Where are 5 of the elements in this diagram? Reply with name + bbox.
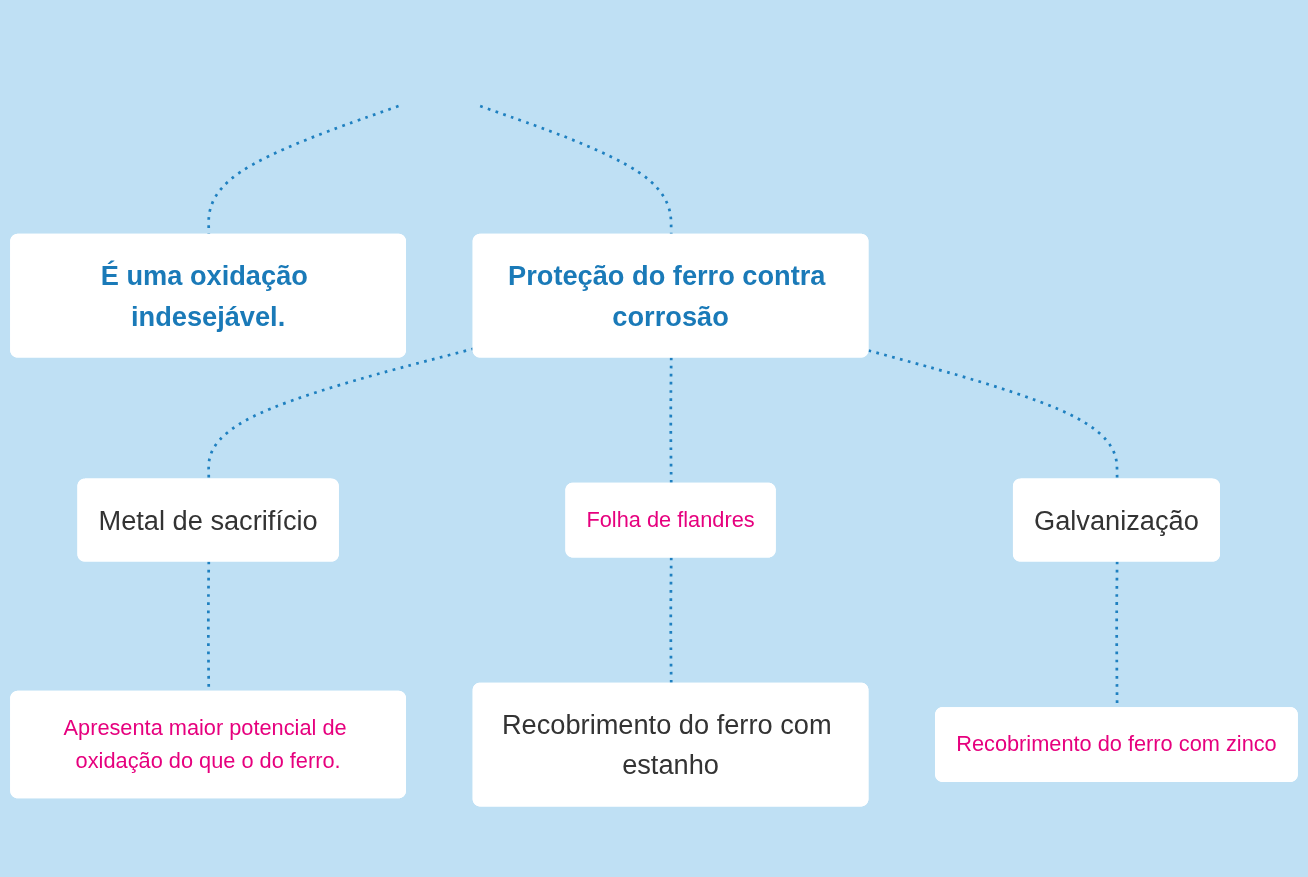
connector xyxy=(669,357,673,485)
connector xyxy=(207,347,475,480)
connector xyxy=(669,557,673,685)
connector xyxy=(479,104,673,236)
connector xyxy=(868,349,1119,480)
